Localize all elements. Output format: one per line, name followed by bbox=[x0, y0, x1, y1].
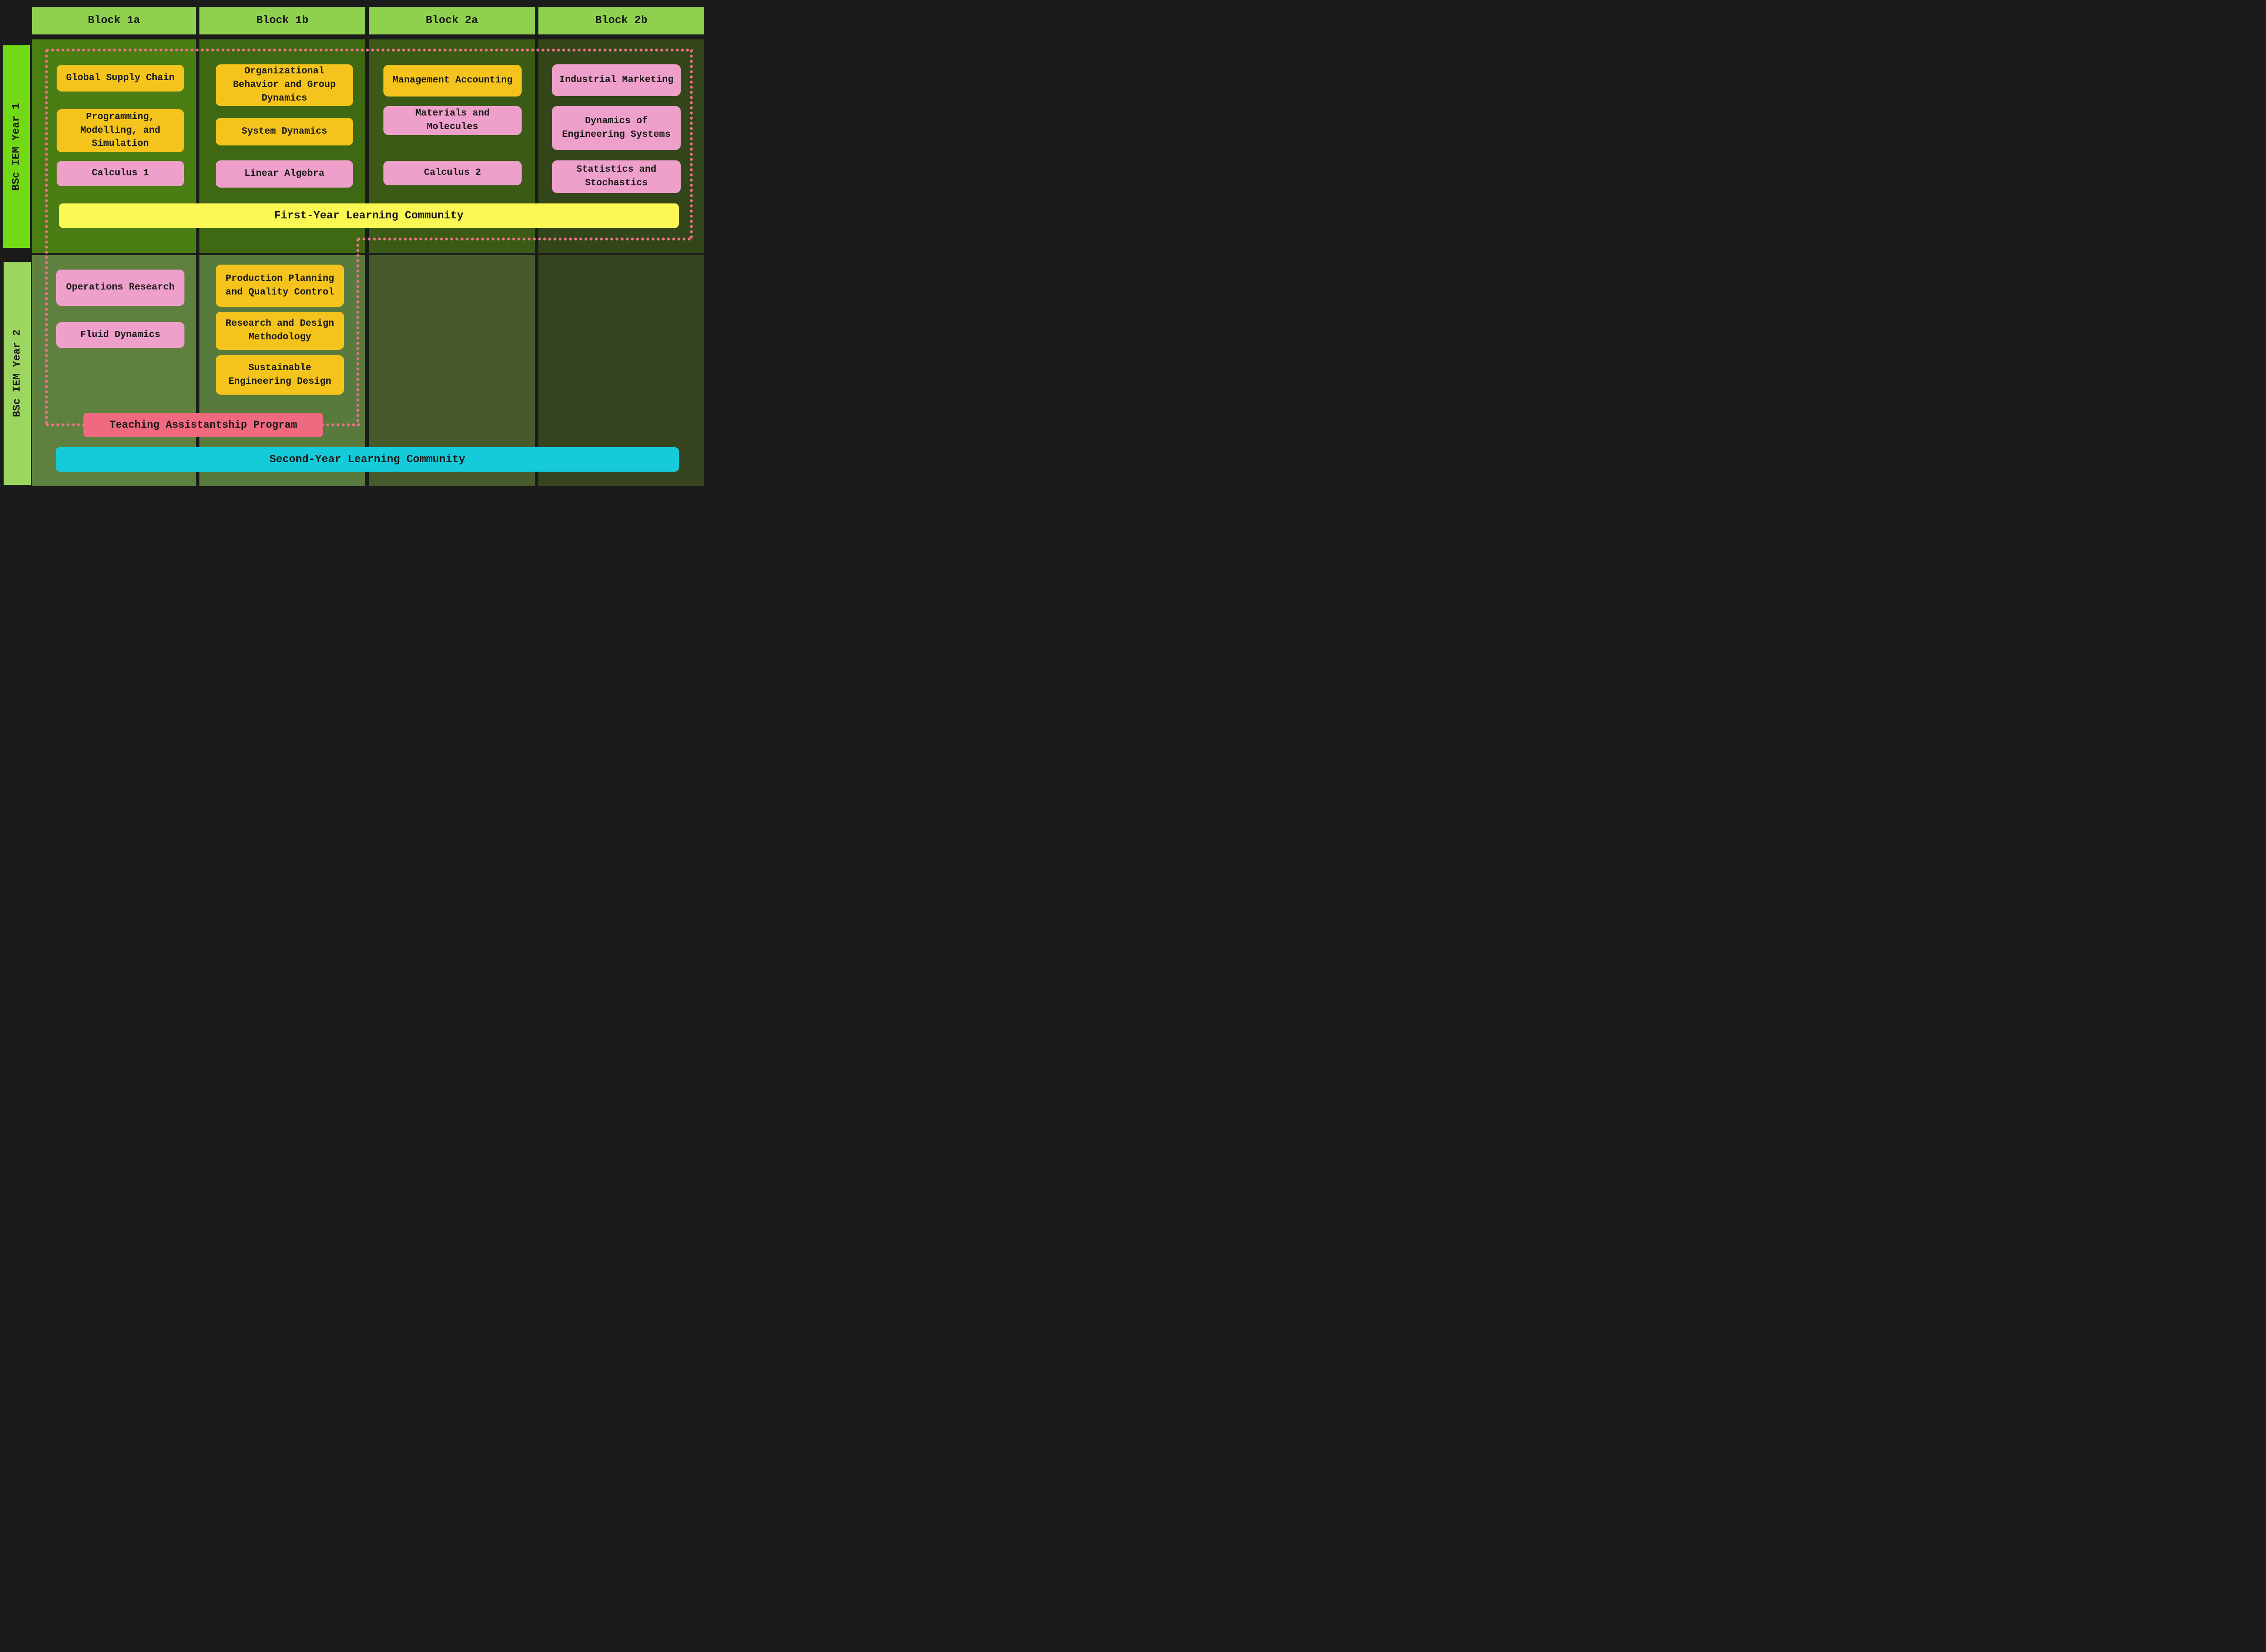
year2-sidebar-text: BSc IEM Year 2 bbox=[11, 329, 24, 417]
course-card-statistics-and-stochastics: Statistics and Stochastics bbox=[552, 160, 681, 193]
course-card-sustainable-engineering-design: Sustainable Engineering Design bbox=[216, 355, 344, 395]
course-card-calculus-2: Calculus 2 bbox=[383, 161, 522, 185]
block-1a-header: Block 1a bbox=[32, 7, 196, 34]
block-2b-header: Block 2b bbox=[538, 7, 704, 34]
second-year-learning-community-banner: Second-Year Learning Community bbox=[56, 447, 679, 472]
course-card-industrial-marketing: Industrial Marketing bbox=[552, 64, 681, 96]
tap-scope-dotted-border-left bbox=[45, 48, 48, 426]
year2-sidebar-label: BSc IEM Year 2 bbox=[4, 262, 31, 485]
course-card-calculus-1: Calculus 1 bbox=[57, 161, 184, 186]
course-card-organizational-behavior-group-dynamics: Organizational Behavior and Group Dynami… bbox=[216, 64, 353, 106]
course-card-programming-modelling-simulation: Programming, Modelling, and Simulation bbox=[57, 109, 184, 152]
year1-sidebar-label: BSc IEM Year 1 bbox=[3, 45, 30, 248]
tap-scope-dotted-border-mid-vertical bbox=[356, 237, 359, 426]
tap-scope-dotted-border-bottom-right bbox=[320, 423, 361, 426]
tap-scope-dotted-border-right bbox=[690, 48, 693, 241]
course-card-operations-research: Operations Research bbox=[56, 270, 184, 306]
tap-scope-dotted-border-top bbox=[45, 48, 692, 52]
course-card-global-supply-chain: Global Supply Chain bbox=[57, 65, 184, 92]
curriculum-diagram: Block 1a Block 1b Block 2a Block 2b BSc … bbox=[0, 0, 711, 493]
first-year-learning-community-banner: First-Year Learning Community bbox=[59, 203, 679, 228]
course-card-linear-algebra: Linear Algebra bbox=[216, 160, 353, 188]
course-card-management-accounting: Management Accounting bbox=[383, 65, 522, 97]
course-card-production-planning-quality-control: Production Planning and Quality Control bbox=[216, 265, 344, 307]
tap-scope-dotted-border-mid-horizontal bbox=[356, 237, 693, 241]
tap-scope-dotted-border-bottom-left bbox=[45, 423, 87, 426]
teaching-assistantship-program-banner: Teaching Assistantship Program bbox=[83, 413, 323, 437]
course-card-dynamics-of-engineering-systems: Dynamics of Engineering Systems bbox=[552, 106, 681, 150]
year1-sidebar-text: BSc IEM Year 1 bbox=[10, 102, 23, 191]
course-card-system-dynamics: System Dynamics bbox=[216, 118, 353, 145]
course-card-research-design-methodology: Research and Design Methodology bbox=[216, 312, 344, 350]
block-2a-header: Block 2a bbox=[369, 7, 535, 34]
block-1b-header: Block 1b bbox=[199, 7, 365, 34]
course-card-materials-and-molecules: Materials and Molecules bbox=[383, 106, 522, 135]
course-card-fluid-dynamics: Fluid Dynamics bbox=[56, 322, 184, 348]
